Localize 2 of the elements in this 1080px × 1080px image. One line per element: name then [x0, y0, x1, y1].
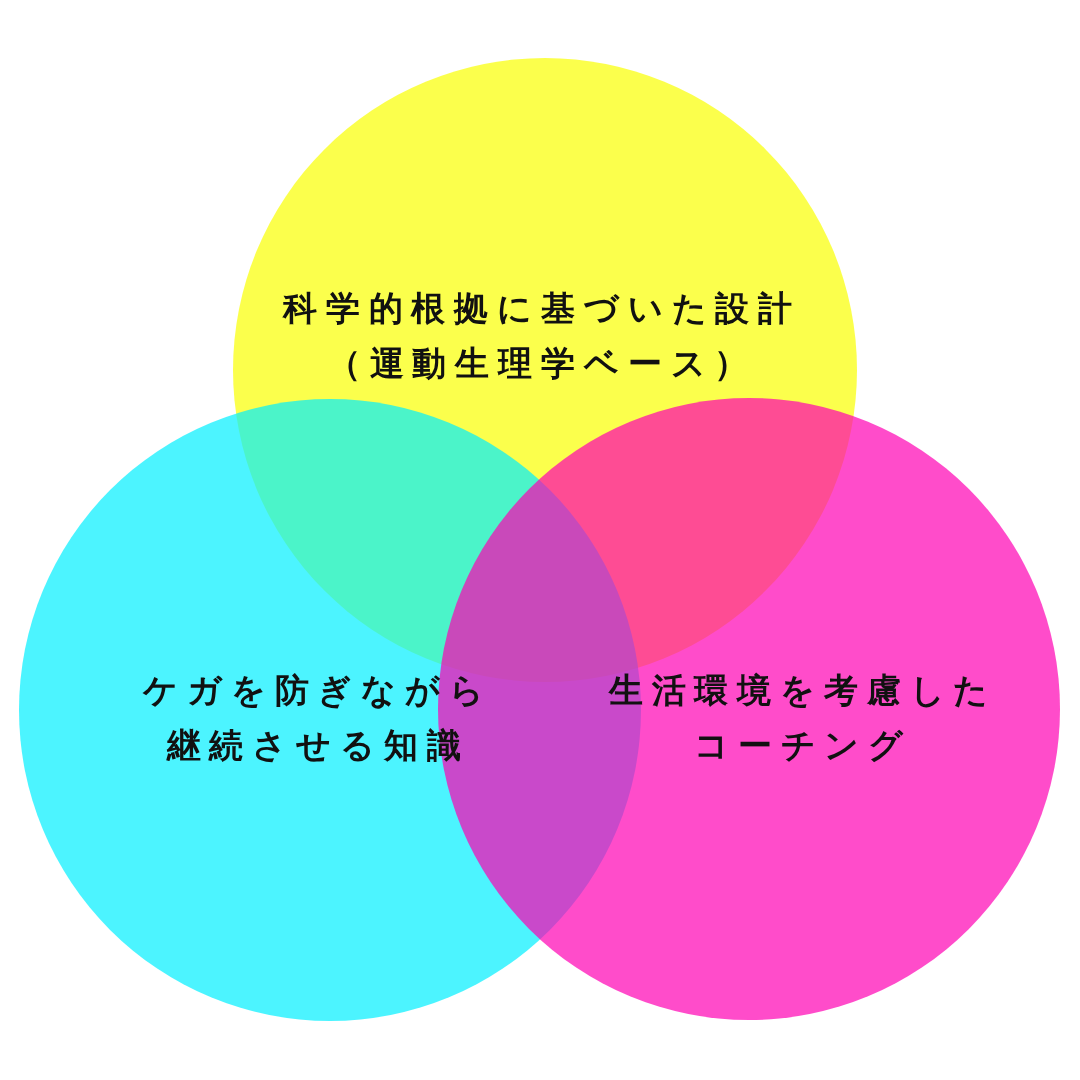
circle-label: 科学的根拠に基づいた設計（運動生理学ベース） [281, 287, 803, 385]
circle-label: 生活環境を考慮したコーチング [607, 669, 999, 767]
